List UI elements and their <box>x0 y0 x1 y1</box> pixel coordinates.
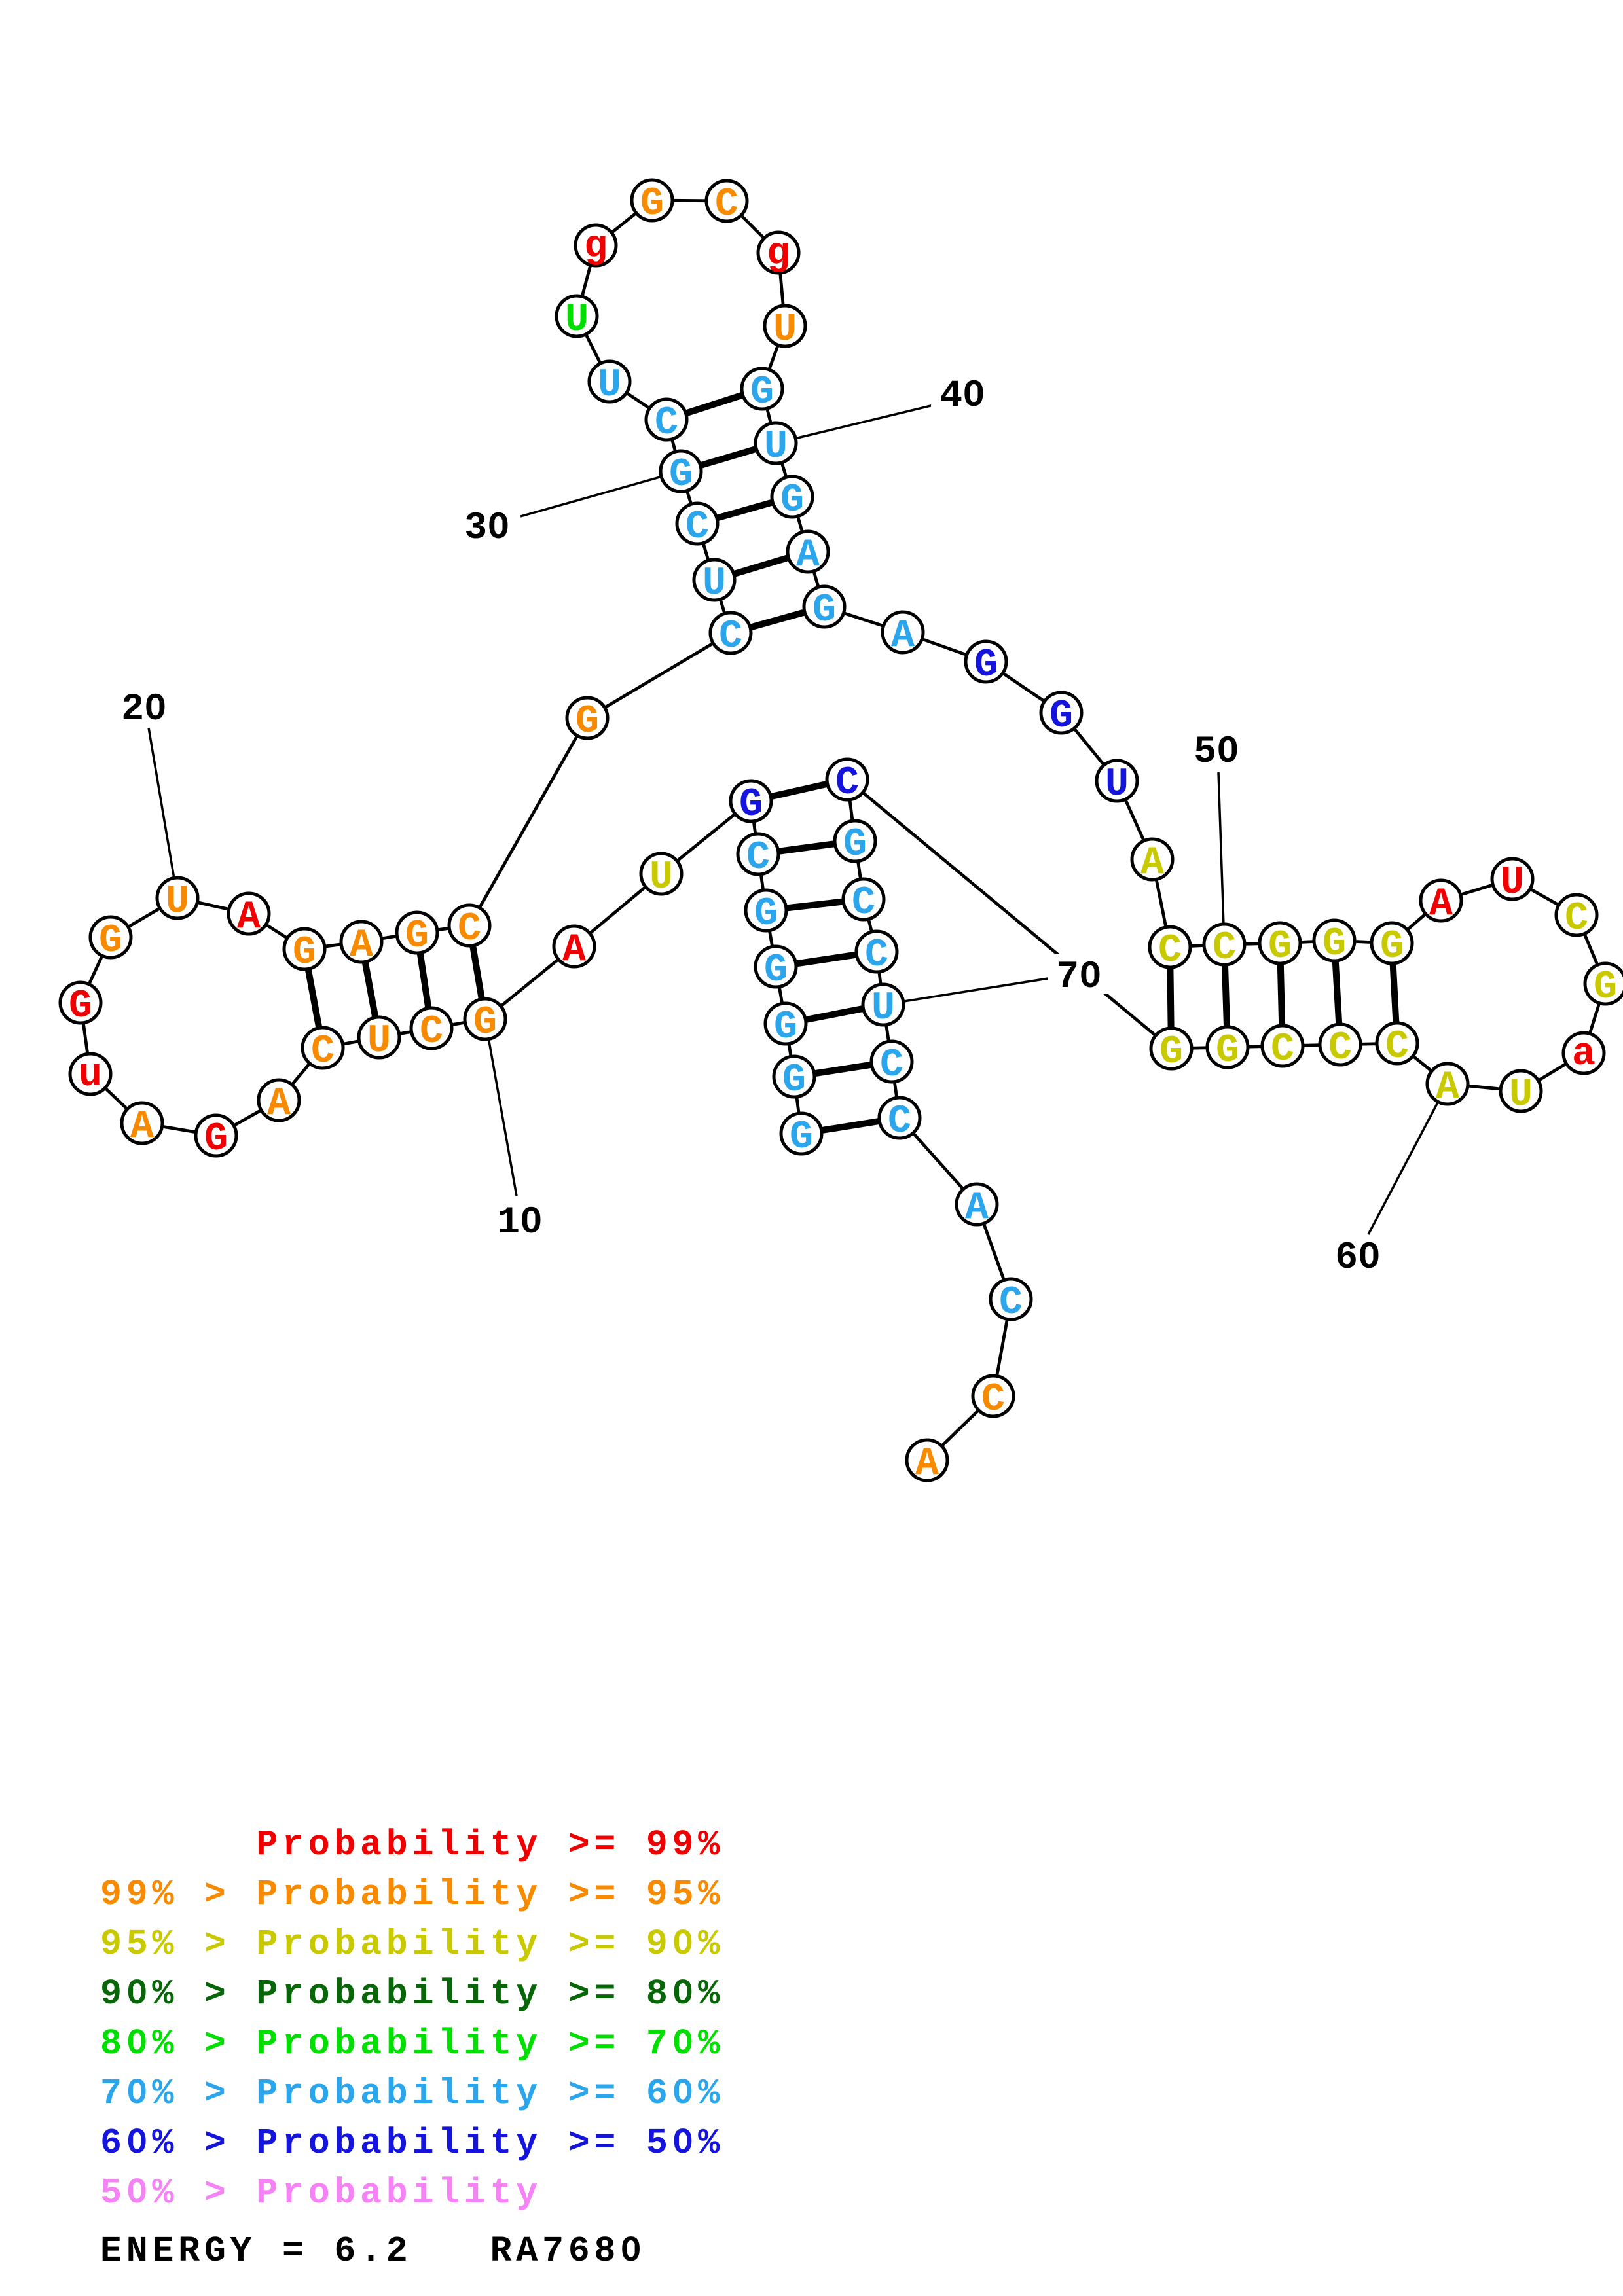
svg-text:G: G <box>1216 1029 1239 1073</box>
svg-text:U: U <box>1105 762 1129 807</box>
svg-text:50: 50 <box>1194 731 1239 774</box>
svg-text:C: C <box>865 933 888 978</box>
svg-text:C: C <box>852 881 875 925</box>
svg-text:G: G <box>669 453 693 497</box>
svg-text:G: G <box>974 643 998 688</box>
svg-text:G: G <box>405 914 429 959</box>
svg-text:G: G <box>1380 925 1404 969</box>
svg-text:U: U <box>702 562 726 606</box>
svg-text:ENERGY = 6.2 RA7680: ENERGY = 6.2 RA7680 <box>100 2231 646 2272</box>
svg-text:a: a <box>1572 1032 1596 1077</box>
svg-text:U: U <box>649 855 673 900</box>
svg-text:99% > Probability >= 95%: 99% > Probability >= 95% <box>100 1874 724 1915</box>
svg-text:A: A <box>965 1186 989 1230</box>
svg-text:10: 10 <box>497 1202 543 1244</box>
svg-text:G: G <box>843 823 867 867</box>
svg-text:G: G <box>293 931 316 975</box>
svg-text:C: C <box>888 1100 911 1144</box>
svg-text:C: C <box>655 401 678 446</box>
svg-text:40: 40 <box>939 375 985 418</box>
svg-text:C: C <box>835 761 859 806</box>
svg-text:G: G <box>99 919 122 963</box>
svg-text:C: C <box>1213 926 1236 971</box>
svg-text:G: G <box>1049 694 1073 739</box>
svg-text:u: u <box>79 1053 102 1098</box>
svg-text:C: C <box>420 1010 443 1054</box>
svg-text:60% > Probability >= 50%: 60% > Probability >= 50% <box>100 2123 724 2164</box>
svg-text:G: G <box>473 1001 497 1045</box>
svg-text:C: C <box>746 836 770 880</box>
svg-text:G: G <box>1159 1030 1183 1075</box>
svg-text:G: G <box>1268 925 1292 969</box>
svg-text:80% > Probability >= 70%: 80% > Probability >= 70% <box>100 2023 724 2064</box>
svg-text:A: A <box>796 533 820 578</box>
svg-text:U: U <box>598 363 621 408</box>
svg-text:95% > Probability >= 90%: 95% > Probability >= 90% <box>100 1924 724 1965</box>
svg-text:A: A <box>130 1105 154 1149</box>
svg-text:U: U <box>166 880 189 924</box>
svg-text:C: C <box>685 505 709 550</box>
svg-text:U: U <box>367 1019 391 1064</box>
svg-text:30: 30 <box>464 507 510 550</box>
svg-text:U: U <box>565 298 589 342</box>
svg-text:90% > Probability >= 80%: 90% > Probability >= 80% <box>100 1973 724 2015</box>
svg-text:U: U <box>1509 1073 1533 1117</box>
svg-text:G: G <box>1594 965 1617 1010</box>
svg-text:C: C <box>311 1030 335 1074</box>
svg-text:G: G <box>640 182 664 226</box>
svg-text:A: A <box>1140 841 1164 886</box>
svg-text:g: g <box>767 232 790 276</box>
svg-text:U: U <box>764 425 788 469</box>
svg-text:70% > Probability >= 60%: 70% > Probability >= 60% <box>100 2073 724 2114</box>
svg-text:C: C <box>880 1043 903 1088</box>
svg-text:70: 70 <box>1056 956 1102 999</box>
svg-text:G: G <box>790 1115 813 1160</box>
svg-text:A: A <box>1429 882 1453 927</box>
svg-text:G: G <box>1322 922 1346 967</box>
svg-text:C: C <box>1158 929 1182 973</box>
svg-text:G: G <box>780 478 804 523</box>
svg-text:C: C <box>1565 897 1588 941</box>
svg-text:G: G <box>750 370 774 415</box>
svg-text:A: A <box>237 895 261 940</box>
svg-text:G: G <box>204 1117 228 1162</box>
svg-text:C: C <box>1271 1028 1294 1072</box>
svg-text:C: C <box>715 183 739 227</box>
svg-text:C: C <box>981 1378 1005 1422</box>
svg-text:G: G <box>754 892 778 937</box>
svg-text:C: C <box>999 1281 1023 1325</box>
svg-text:G: G <box>575 700 599 744</box>
svg-text:G: G <box>812 588 836 633</box>
svg-text:G: G <box>774 1005 797 1050</box>
svg-text:U: U <box>871 986 895 1031</box>
svg-text:G: G <box>782 1058 806 1103</box>
svg-text:Probability >= 99%: Probability >= 99% <box>100 1824 724 1865</box>
svg-text:A: A <box>562 928 586 973</box>
svg-text:C: C <box>719 615 742 659</box>
svg-text:A: A <box>891 614 915 658</box>
svg-text:A: A <box>1436 1066 1459 1110</box>
svg-text:C: C <box>458 907 481 952</box>
svg-text:50% > Probability: 50% > Probability <box>100 2172 542 2214</box>
svg-text:20: 20 <box>121 689 167 731</box>
svg-text:C: C <box>1385 1025 1409 1069</box>
svg-text:G: G <box>69 984 92 1029</box>
svg-text:g: g <box>584 224 608 269</box>
svg-text:G: G <box>764 948 788 993</box>
svg-text:G: G <box>739 783 763 827</box>
svg-text:60: 60 <box>1335 1237 1381 1280</box>
svg-text:A: A <box>267 1082 291 1126</box>
svg-text:U: U <box>1501 861 1524 905</box>
svg-text:A: A <box>915 1442 939 1486</box>
svg-text:U: U <box>773 308 797 352</box>
svg-text:C: C <box>1328 1026 1352 1071</box>
svg-text:A: A <box>350 924 373 968</box>
